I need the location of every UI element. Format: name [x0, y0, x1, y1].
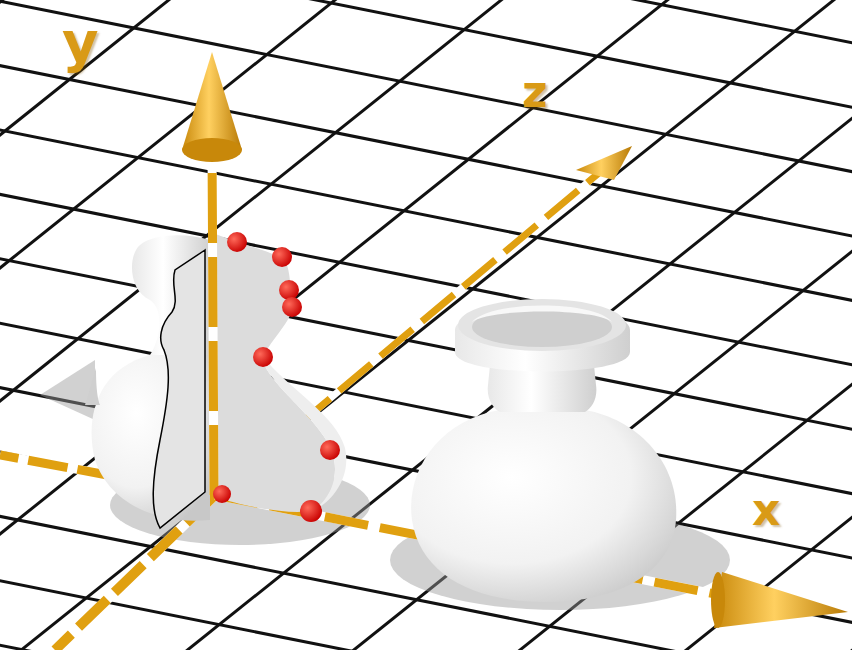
axes — [0, 146, 848, 650]
axis-label: x — [752, 488, 780, 532]
axis-label: y — [62, 14, 99, 70]
vase-cutaway — [85, 52, 346, 528]
axis-label: z — [522, 70, 548, 114]
vase-solid — [411, 299, 676, 602]
